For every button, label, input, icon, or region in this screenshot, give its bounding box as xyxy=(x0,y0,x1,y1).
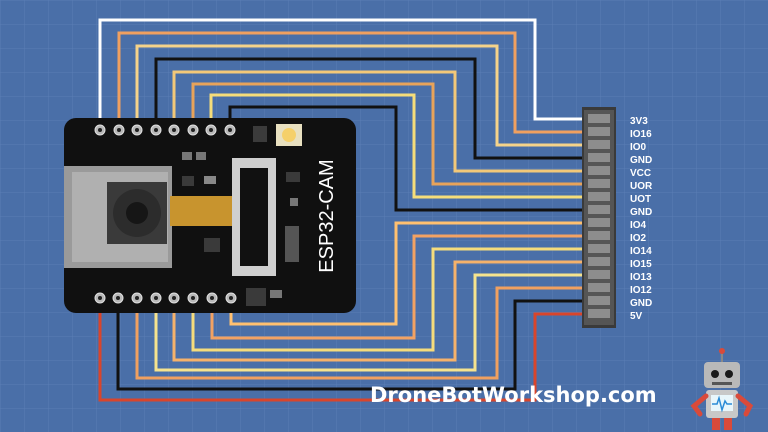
conn-label-5v: 5V xyxy=(630,311,643,322)
esp32-cam-board: ESP32-CAM xyxy=(64,118,356,313)
conn-label-uor: UOR xyxy=(630,181,653,192)
robot-mascot-icon xyxy=(690,348,754,430)
wire-io0 xyxy=(135,44,584,147)
conn-label-io12: IO12 xyxy=(630,285,652,296)
connector-slot-11 xyxy=(588,244,610,253)
conn-label-gnd-3: GND xyxy=(630,298,652,309)
connector-slot-14 xyxy=(588,283,610,292)
conn-label-io13: IO13 xyxy=(630,272,652,283)
wire-gnd-3 xyxy=(116,298,584,391)
connector-slot-7 xyxy=(588,192,610,201)
conn-label-io15: IO15 xyxy=(630,259,652,270)
conn-label-io2: IO2 xyxy=(630,233,647,244)
wire-3v3 xyxy=(98,18,584,130)
conn-label-uot: UOT xyxy=(630,194,651,205)
wire-io4 xyxy=(229,221,584,326)
conn-label-3v3: 3V3 xyxy=(630,116,648,127)
conn-label-gnd-2: GND xyxy=(630,207,652,218)
conn-label-io16: IO16 xyxy=(630,129,652,140)
top-pin-row xyxy=(94,124,236,136)
conn-label-vcc: VCC xyxy=(630,168,651,179)
wire-uor xyxy=(191,82,584,186)
connector-slot-5 xyxy=(588,166,610,175)
bottom-pin-row xyxy=(94,292,237,304)
wire-uot xyxy=(209,93,584,199)
camera-ribbon xyxy=(170,196,232,226)
site-url: DroneBotWorkshop.com xyxy=(370,383,657,407)
connector-slot-6 xyxy=(588,179,610,188)
connector-slot-3 xyxy=(588,140,610,149)
wire-io14 xyxy=(191,247,584,352)
connector-slot-4 xyxy=(588,153,610,162)
wire-io15 xyxy=(172,260,584,362)
connector-slot-13 xyxy=(588,270,610,279)
wire-io2 xyxy=(210,234,584,340)
conn-label-io14: IO14 xyxy=(630,246,652,257)
wire-5v xyxy=(98,298,584,402)
connector-slot-16 xyxy=(588,309,610,318)
wire-io12 xyxy=(135,286,584,380)
connector-slot-12 xyxy=(588,257,610,266)
wire-io13 xyxy=(154,273,584,372)
connector-slot-15 xyxy=(588,296,610,305)
wire-vcc xyxy=(172,70,584,173)
connector-slot-2 xyxy=(588,127,610,136)
conn-label-io0: IO0 xyxy=(630,142,647,153)
connector-slot-1 xyxy=(588,114,610,123)
connector-slot-8 xyxy=(588,205,610,214)
header-connector xyxy=(582,107,616,328)
connector-slot-9 xyxy=(588,218,610,227)
wire-group xyxy=(98,18,584,402)
wire-gnd-1 xyxy=(154,57,584,160)
wire-gnd-2 xyxy=(228,105,584,212)
wire-io16 xyxy=(117,31,584,134)
conn-label-gnd-1: GND xyxy=(630,155,652,166)
connector-slot-10 xyxy=(588,231,610,240)
board-title: ESP32-CAM xyxy=(316,159,338,272)
conn-label-io4: IO4 xyxy=(630,220,647,231)
